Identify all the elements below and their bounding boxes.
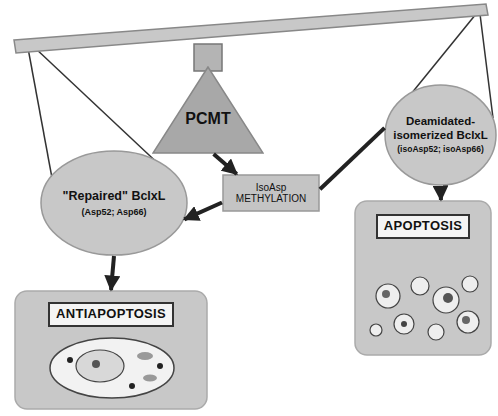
pan-string [28,48,52,178]
outline-shape [355,201,491,355]
healthy-cell [50,338,174,398]
flow-arrow [320,128,385,189]
flow-arrow [439,186,443,200]
outline-shape [153,67,263,153]
outline-shape [223,175,319,211]
outcome-box: APOPTOSIS [354,200,492,356]
outcome-label: ANTIAPOPTOSIS [48,302,174,327]
protein-name: "Repaired" BclxL [63,189,166,203]
process-box: IsoAsp METHYLATION [222,174,320,212]
flow-arrow [214,154,237,174]
protein-pan: Deamidated-isomerized BclxL (isoAsp52; is… [384,84,497,186]
outline-shape [385,85,496,185]
flow-arrow [111,256,114,290]
outline-shape [15,291,207,409]
outline-shape [41,151,187,255]
outcome-box: ANTIAPOPTOSIS [14,290,208,410]
enzyme-triangle: PCMT [152,66,264,154]
enzyme-label: PCMT [185,110,230,128]
flow-arrow [184,203,222,220]
protein-pan: "Repaired" BclxL (Asp52; Asp66) [40,150,188,256]
residue-note: (Asp52; Asp66) [81,207,146,217]
apoptotic-bodies [370,276,479,340]
process-label: IsoAsp METHYLATION [229,182,313,205]
balance-beam [14,4,488,53]
residue-note: (isoAsp52; isoAsp66) [397,145,483,155]
protein-name: Deamidated-isomerized BclxL [391,115,491,141]
outcome-label: APOPTOSIS [376,214,470,239]
